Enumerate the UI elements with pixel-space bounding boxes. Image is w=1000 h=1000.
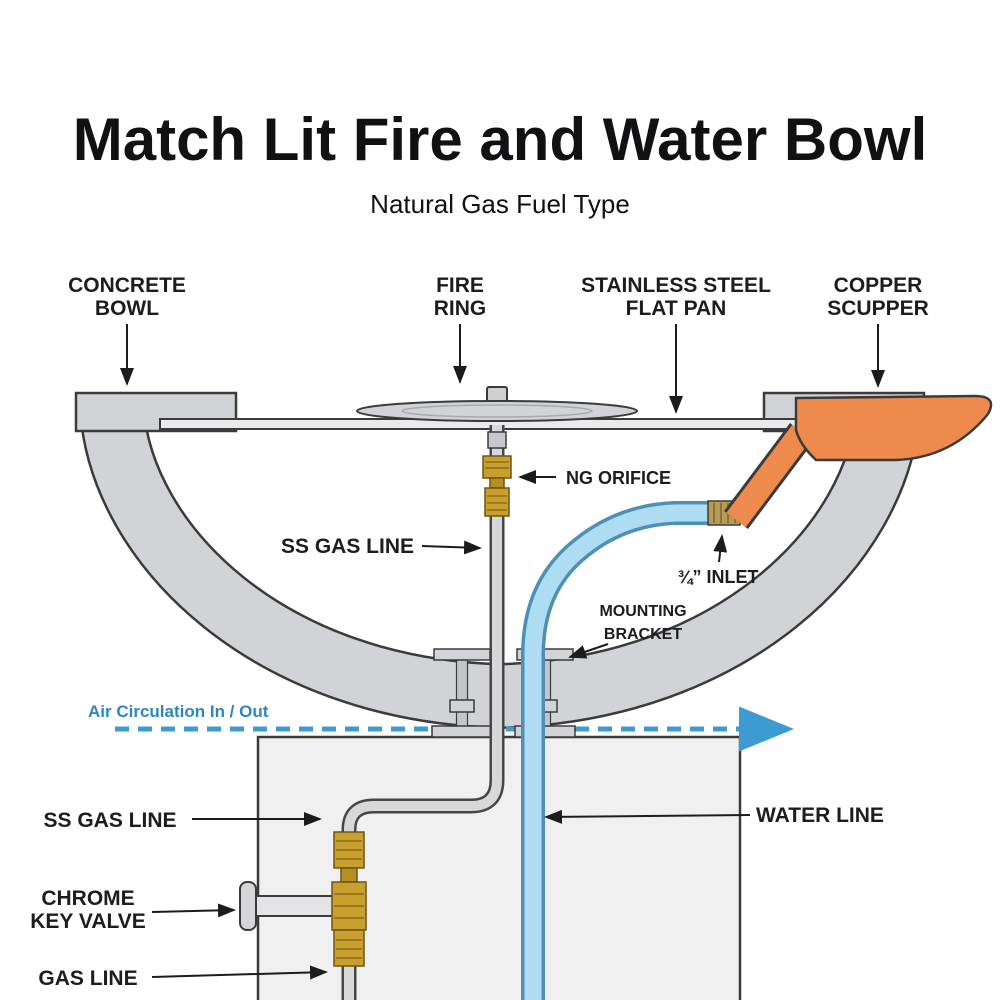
mounting-bracket-left (431, 648, 493, 738)
callout-ss-gas-line-lower: SS GAS LINE (43, 809, 322, 832)
chrome-key-valve-label-1: CHROME (41, 887, 134, 910)
key-valve-cap (239, 881, 257, 931)
key-valve-stem (249, 895, 339, 917)
chrome-key-valve (239, 881, 339, 931)
brass-valve-assembly (331, 831, 367, 967)
copper-scupper-spout (794, 394, 993, 462)
mounting-bracket-label-1: MOUNTING (599, 603, 686, 620)
fire-ring (356, 386, 638, 422)
water-line-pipe (521, 501, 710, 1000)
ng-orifice-fitting (482, 431, 512, 517)
callout-chrome-key-valve: CHROME KEY VALVE (30, 887, 236, 933)
callout-flat-pan: STAINLESS STEEL FLAT PAN (581, 274, 771, 414)
copper-scupper (724, 394, 993, 529)
fire-ring-label-1: FIRE (436, 274, 484, 297)
page-subtitle: Natural Gas Fuel Type (370, 189, 630, 219)
callout-ng-orifice: NG ORIFICE (518, 468, 671, 488)
callout-ss-gas-line-upper: SS GAS LINE (281, 535, 482, 558)
inlet-arrow (713, 534, 728, 563)
inlet-label: ¾” INLET (677, 567, 758, 587)
copper-scupper-label-1: COPPER (834, 274, 923, 297)
concrete-bowl-label-2: BOWL (95, 297, 159, 320)
flat-pan-label-1: STAINLESS STEEL (581, 274, 771, 297)
callout-mounting-bracket: MOUNTING BRACKET (568, 603, 687, 659)
flat-pan-label-2: FLAT PAN (626, 297, 727, 320)
page-title: Match Lit Fire and Water Bowl (73, 106, 928, 173)
inlet-fitting (707, 500, 741, 526)
callout-copper-scupper: COPPER SCUPPER (827, 274, 929, 388)
ng-orifice-label: NG ORIFICE (566, 468, 671, 488)
water-line-arrow (544, 809, 751, 824)
gas-line-arrow (151, 965, 328, 980)
concrete-bowl-label-1: CONCRETE (68, 274, 186, 297)
mounting-bracket-arrow (568, 643, 609, 659)
callout-inlet: ¾” INLET (677, 534, 759, 587)
fire-ring-inner-rim (401, 404, 593, 418)
mounting-bracket-label-2: BRACKET (604, 626, 682, 643)
bowl-rim-left (74, 391, 238, 433)
ss-gas-line-upper-arrow (421, 540, 482, 555)
callout-fire-ring: FIRE RING (434, 274, 487, 384)
chrome-key-valve-label-2: KEY VALVE (30, 910, 146, 933)
copper-scupper-label-2: SCUPPER (827, 297, 929, 320)
fire-ring-label-2: RING (434, 297, 487, 320)
chrome-key-valve-arrow (151, 903, 236, 918)
air-circulation-label: Air Circulation In / Out (88, 702, 269, 721)
water-line-label: WATER LINE (756, 804, 884, 827)
callout-concrete-bowl: CONCRETE BOWL (68, 274, 186, 386)
callout-gas-line: GAS LINE (38, 965, 328, 990)
ss-gas-line-lower-label: SS GAS LINE (43, 809, 176, 832)
ss-gas-line-upper-label: SS GAS LINE (281, 535, 414, 558)
callout-water-line: WATER LINE (544, 804, 884, 827)
ss-gas-line-pipe (341, 425, 505, 1000)
gas-line-label: GAS LINE (38, 967, 137, 990)
fire-ring-disc (356, 400, 638, 422)
